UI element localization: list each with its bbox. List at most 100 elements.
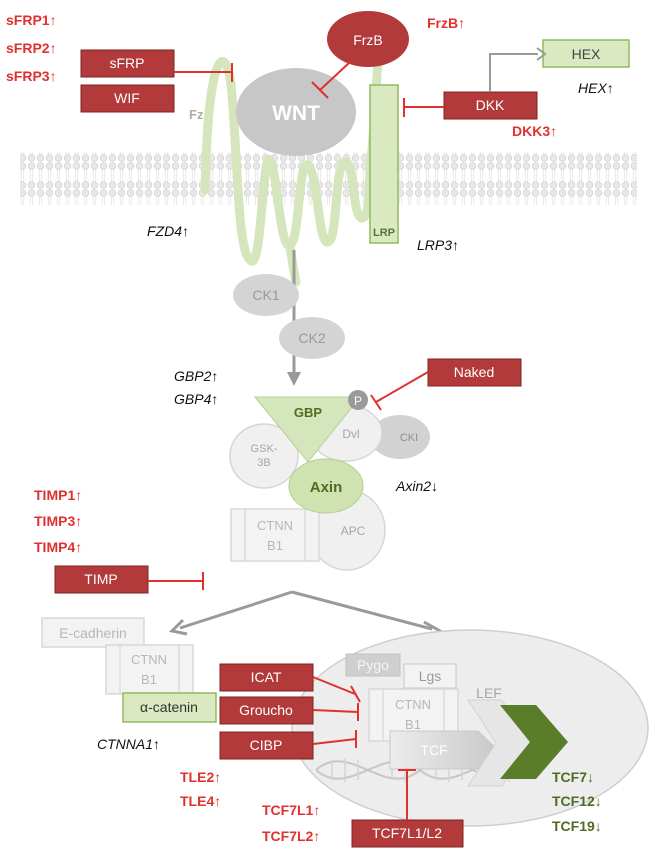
cibp-inhibition-line — [312, 738, 357, 745]
cell-membrane — [20, 152, 637, 205]
lrp-label: LRP — [373, 227, 395, 239]
axin2-label: Axin2↓ — [395, 478, 438, 494]
lrp3-label: LRP3↑ — [417, 237, 459, 253]
axin-node — [288, 458, 364, 514]
gsk3b-label-line1: GSK- — [251, 443, 278, 455]
sfrp-label: sFRP — [110, 55, 145, 71]
lef-label: LEF — [476, 685, 502, 701]
frzb-gene-label: FrzB↑ — [427, 15, 465, 31]
gsk3b-label-line2: 3B — [257, 457, 270, 469]
timp-label: TIMP — [84, 571, 117, 587]
lgs-label: Lgs — [419, 668, 442, 684]
lgs-box — [403, 663, 457, 689]
hex-box — [542, 39, 630, 68]
ck2-node — [279, 317, 345, 359]
groucho-inhibition-line — [312, 709, 359, 713]
hex-label: HEX — [572, 46, 601, 62]
icat-box — [219, 663, 314, 692]
wif-label: WIF — [114, 90, 140, 106]
frzb-inhibition-bar — [311, 81, 329, 99]
tcf-label: TCF — [420, 742, 447, 758]
timp3-label: TIMP3↑ — [34, 513, 82, 529]
ck2-label: CK2 — [298, 330, 325, 346]
wnt-label: WNT — [272, 102, 320, 125]
naked-box — [427, 358, 522, 387]
pygo-box — [345, 653, 401, 677]
ck1-node — [233, 274, 299, 316]
sfrp3-label: sFRP3↑ — [6, 68, 57, 84]
tcf12-label: TCF12↓ — [552, 793, 602, 809]
icat-label: ICAT — [251, 669, 282, 685]
dkk3-label: DKK3↑ — [512, 123, 557, 139]
wif-box — [80, 84, 175, 113]
apc-label: APC — [341, 524, 366, 538]
hex-gene-label: HEX↑ — [578, 80, 614, 96]
branch-left-arrow — [179, 590, 293, 630]
timp4-label: TIMP4↑ — [34, 539, 82, 555]
timp1-label: TIMP1↑ — [34, 487, 82, 503]
fz-label: Fz — [189, 107, 204, 122]
cki-node — [370, 415, 430, 459]
cibp-box — [219, 731, 314, 760]
tcf7-label: TCF7↓ — [552, 769, 594, 785]
phospho-node — [348, 390, 368, 410]
naked-inhibition-bar — [370, 394, 382, 411]
nucleus — [291, 629, 649, 827]
tcf19-label: TCF19↓ — [552, 818, 602, 834]
cki-label: CKI — [400, 432, 418, 444]
pygo-label: Pygo — [357, 657, 389, 673]
dvl-label: Dvl — [342, 427, 359, 441]
ctnnb1-label-line2: B1 — [267, 538, 283, 553]
ctnnb1-label-line1: CTNN — [257, 518, 293, 533]
ctnnb1-complex-box — [230, 508, 320, 562]
tcf7l1-l2-box — [351, 819, 464, 848]
dkk-label: DKK — [476, 97, 505, 113]
sfrp1-label: sFRP1↑ — [6, 12, 57, 28]
ctnnb1-membrane-label-line1: CTNN — [131, 652, 167, 667]
icat-inhibition-bar — [350, 685, 361, 703]
dkk-to-hex-arrowhead — [536, 47, 547, 61]
target-gene-chevron — [500, 705, 568, 779]
phospho-label: P — [354, 394, 362, 408]
gbp-label: GBP — [294, 405, 323, 420]
naked-inhibition-line — [375, 371, 429, 403]
gbp2-label: GBP2↑ — [174, 368, 218, 384]
e-cadherin-label: E-cadherin — [59, 625, 127, 641]
timp-box — [54, 565, 149, 594]
ctnnb1-nuclear-label-line1: CTNN — [395, 697, 431, 712]
ctnnb1-nuclear-label-line2: B1 — [405, 717, 421, 732]
tle2-label: TLE2↑ — [180, 769, 221, 785]
frzb-node — [327, 11, 409, 67]
tle4-label: TLE4↑ — [180, 793, 221, 809]
gbp4-label: GBP4↑ — [174, 391, 218, 407]
tcf7l2-label: TCF7L2↑ — [262, 828, 320, 844]
gsk3b-node — [229, 423, 299, 489]
sfrp-box — [80, 49, 175, 78]
fzd4-label: FZD4↑ — [147, 223, 189, 239]
receptor-signal-arrowhead — [287, 372, 301, 386]
branch-right-arrow — [291, 590, 433, 631]
cibp-label: CIBP — [250, 737, 283, 753]
e-cadherin-box — [41, 617, 145, 648]
tcf7l1-l2-label: TCF7L1/L2 — [372, 825, 442, 841]
tcf7l1-label: TCF7L1↑ — [262, 802, 320, 818]
branch-left-arrowhead — [168, 618, 188, 636]
axin-label: Axin — [310, 479, 343, 496]
naked-label: Naked — [454, 364, 494, 380]
gbp-node — [253, 396, 362, 463]
groucho-box — [219, 696, 314, 725]
frzb-label: FrzB — [353, 32, 383, 48]
ctnna1-label: CTNNA1↑ — [97, 736, 160, 752]
alpha-catenin-box — [122, 692, 217, 723]
groucho-label: Groucho — [239, 702, 293, 718]
ck1-label: CK1 — [252, 287, 279, 303]
lrp-coreceptor — [369, 84, 399, 244]
icat-inhibition-line — [312, 676, 356, 695]
dkk-to-hex-arrow — [489, 53, 538, 92]
sfrp2-label: sFRP2↑ — [6, 40, 57, 56]
alpha-catenin-label: α-catenin — [140, 699, 198, 715]
wnt-ligand — [236, 68, 356, 156]
ctnnb1-membrane-label-line2: B1 — [141, 672, 157, 687]
frzb-inhibition-line — [319, 61, 351, 91]
